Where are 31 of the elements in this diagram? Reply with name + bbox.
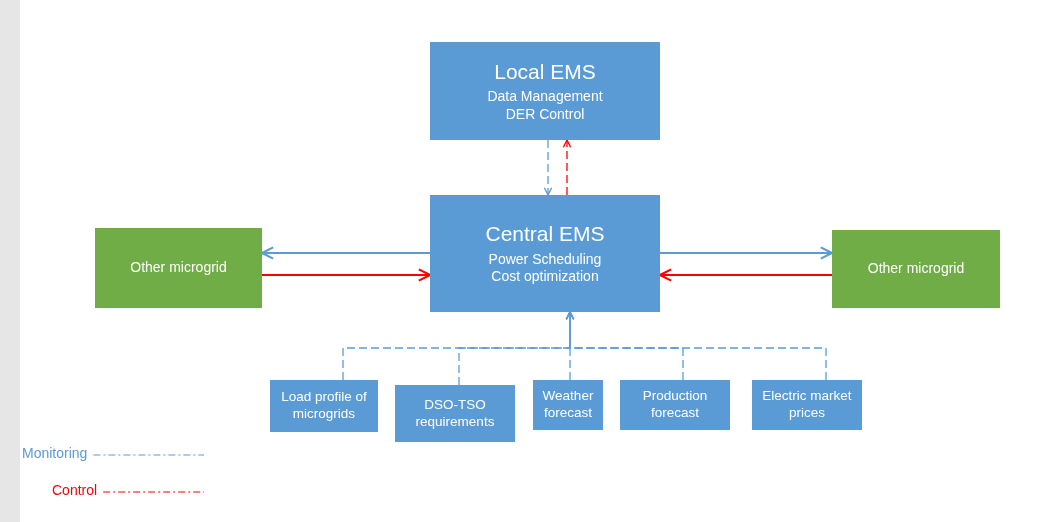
ems-box — [430, 42, 660, 140]
arrow — [565, 311, 827, 381]
input-box — [620, 380, 730, 430]
arrow — [543, 139, 553, 196]
ems-box — [430, 195, 660, 312]
arrow — [659, 246, 834, 260]
box-title: Local EMS — [494, 58, 596, 85]
box-text: Other microgrid — [867, 260, 965, 278]
box-text: Other microgrid — [130, 259, 227, 277]
box-text: DER Control — [505, 105, 585, 124]
microgrid-box — [832, 230, 1000, 308]
legend-text: Control — [52, 482, 98, 498]
input-box — [395, 385, 515, 442]
box-text: Load profile of microgrids — [280, 389, 368, 423]
arrow — [261, 268, 432, 282]
arrow — [658, 268, 833, 282]
box-text: Power Scheduling — [488, 250, 602, 269]
box-text: Weather forecast — [541, 388, 595, 422]
box-text: Data Management — [487, 88, 603, 106]
box-text: Electric market prices — [761, 388, 853, 422]
input-box — [752, 380, 862, 430]
arrow — [562, 139, 572, 196]
microgrid-box — [95, 228, 262, 308]
arrow — [260, 246, 431, 260]
box-text: DSO-TSO requirements — [414, 396, 496, 431]
input-box — [533, 380, 603, 430]
box-text: Production forecast — [641, 388, 709, 422]
box-text: Cost optimization — [491, 268, 599, 286]
legend-text: Monitoring — [22, 445, 88, 461]
box-title: Central EMS — [485, 221, 605, 248]
input-box — [270, 380, 378, 432]
